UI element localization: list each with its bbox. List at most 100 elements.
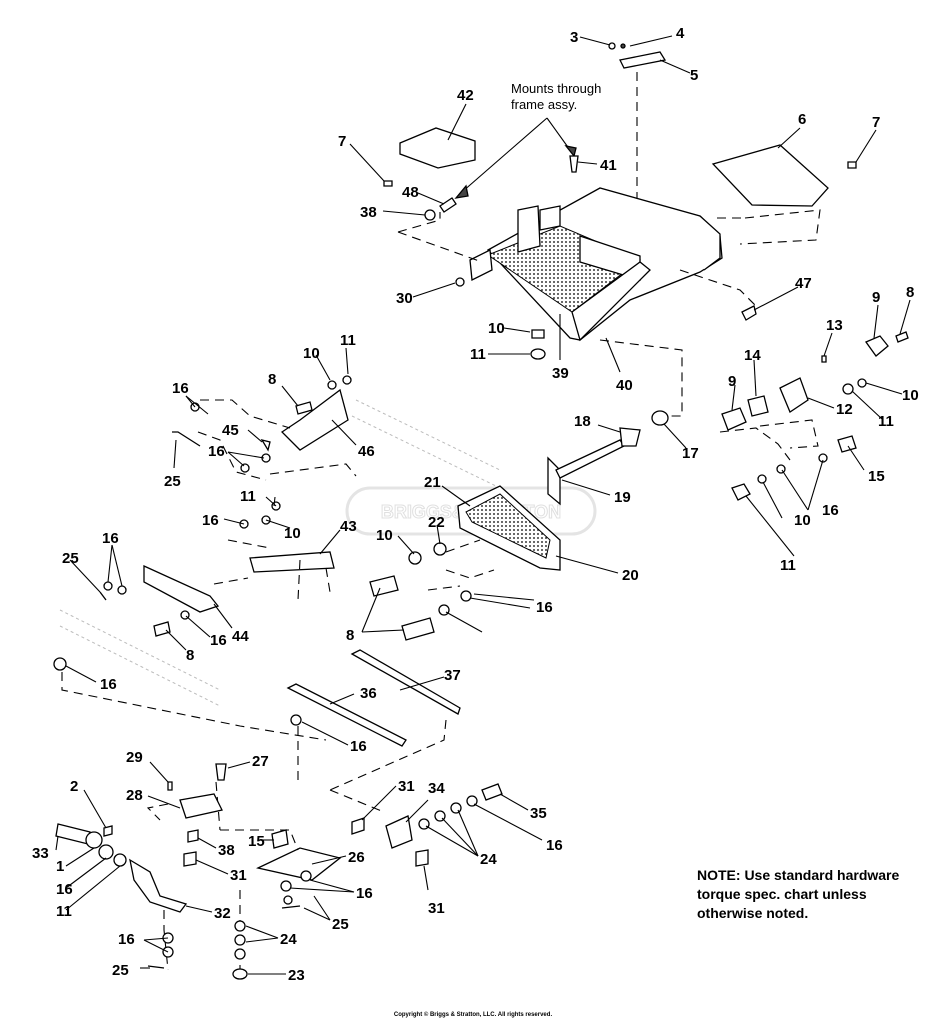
callout: 30 <box>396 290 413 307</box>
part-11-nut-r <box>842 383 854 395</box>
callout: 24 <box>480 851 497 868</box>
part-16-washer-26a <box>280 880 292 892</box>
part-11-nut-ll <box>113 853 127 867</box>
part-47-bolt <box>741 305 757 321</box>
part-8-bolt-p1 <box>369 575 399 597</box>
part-9-flange-lower <box>721 407 747 431</box>
callout: 8 <box>268 371 276 388</box>
part-24-spacer-a <box>234 920 246 932</box>
callout: 39 <box>552 365 569 382</box>
callout: 11 <box>340 332 356 349</box>
callout: 32 <box>214 905 231 922</box>
part-34-bracket <box>385 815 413 849</box>
callout: 35 <box>530 805 547 822</box>
part-17-washer <box>651 410 669 426</box>
part-16-washer-36 <box>290 714 302 726</box>
part-38-washer-l <box>187 829 199 843</box>
callout: 11 <box>470 346 486 363</box>
callout: 16 <box>172 380 189 397</box>
callout: 46 <box>358 443 375 460</box>
callout: 8 <box>186 647 194 664</box>
callout: 29 <box>126 749 143 766</box>
part-37-rod <box>350 649 461 715</box>
part-25-cotter-44 <box>99 591 107 601</box>
part-24-spacer-b <box>234 934 246 946</box>
callout: 6 <box>798 111 806 128</box>
part-10-washer-r <box>857 378 867 388</box>
part-44-link <box>143 564 220 613</box>
callout: 16 <box>822 502 839 519</box>
part-16-washer-26b <box>300 870 312 882</box>
part-16-washer-p <box>460 590 472 602</box>
copyright: Copyright © Briggs & Stratton, LLC. All … <box>393 1012 553 1018</box>
callout: 16 <box>356 885 373 902</box>
part-31-bushing-l <box>183 851 197 867</box>
callout: 9 <box>728 373 736 390</box>
part-10-lockwasher <box>531 329 545 339</box>
part-2-nut <box>103 825 113 837</box>
part-36-rod <box>286 683 407 747</box>
callout: 22 <box>428 514 445 531</box>
leader-lines <box>55 35 911 975</box>
part-19-arm <box>547 456 561 506</box>
callout: 16 <box>350 738 367 755</box>
callout: 5 <box>690 67 698 84</box>
callout: 31 <box>398 778 415 795</box>
part-48-bolt <box>439 197 457 213</box>
callout: 47 <box>795 275 812 292</box>
callout: 1 <box>56 858 64 875</box>
part-24-washer-m3 <box>450 802 462 814</box>
part-3-washer <box>608 42 616 50</box>
callout: 16 <box>102 530 119 547</box>
part-10-washer-l1 <box>327 380 337 390</box>
callout: 7 <box>338 133 346 150</box>
part-12-bracket <box>779 377 809 413</box>
part-27-bolt <box>215 763 227 781</box>
part-7-bolt-right <box>847 161 857 169</box>
callout: 10 <box>376 527 393 544</box>
callout: 37 <box>444 667 461 684</box>
part-41-pin <box>569 155 579 173</box>
part-11-nut <box>530 348 546 360</box>
callout: 10 <box>303 345 320 362</box>
callout: 15 <box>248 833 265 850</box>
callout: 31 <box>230 867 247 884</box>
callout: 44 <box>232 628 249 645</box>
part-38-washer <box>424 209 436 221</box>
part-42-plate <box>399 127 476 169</box>
callout: 27 <box>252 753 269 770</box>
callout: 43 <box>340 518 357 535</box>
part-46-pivot-bracket <box>280 388 349 451</box>
part-10-washer-p <box>408 551 422 565</box>
note-line-2: torque spec. chart unless <box>697 886 867 902</box>
callout: 12 <box>836 401 853 418</box>
callout: 2 <box>70 778 78 795</box>
callout: 26 <box>348 849 365 866</box>
part-25-cotter-32 <box>147 965 165 969</box>
callout: 4 <box>676 25 685 42</box>
part-25-cotter-l1 <box>172 431 201 447</box>
part-16-washer-m <box>466 795 478 807</box>
callout: 21 <box>424 474 441 491</box>
callout: 45 <box>222 422 239 439</box>
part-8-bolt-upper <box>895 331 909 343</box>
mounts-annotation-line-2: frame assy. <box>511 97 577 112</box>
callout: 18 <box>574 413 591 430</box>
callout: 20 <box>622 567 639 584</box>
callout: 41 <box>600 157 617 174</box>
part-9-flange-upper <box>865 335 889 357</box>
part-35-bolt <box>481 783 503 801</box>
callout: 17 <box>682 445 699 462</box>
torque-note: NOTE: Use standard hardware torque spec.… <box>697 866 937 923</box>
part-1-spacer <box>85 831 103 849</box>
part-28-arm <box>179 793 223 819</box>
part-16-washer-26c <box>283 895 293 905</box>
callout: 42 <box>457 87 474 104</box>
callout: 16 <box>118 931 135 948</box>
callout: 25 <box>164 473 181 490</box>
part-13-pin <box>821 355 827 363</box>
part-18-spring <box>619 427 641 447</box>
callout: 13 <box>826 317 843 334</box>
callout: 9 <box>872 289 880 306</box>
